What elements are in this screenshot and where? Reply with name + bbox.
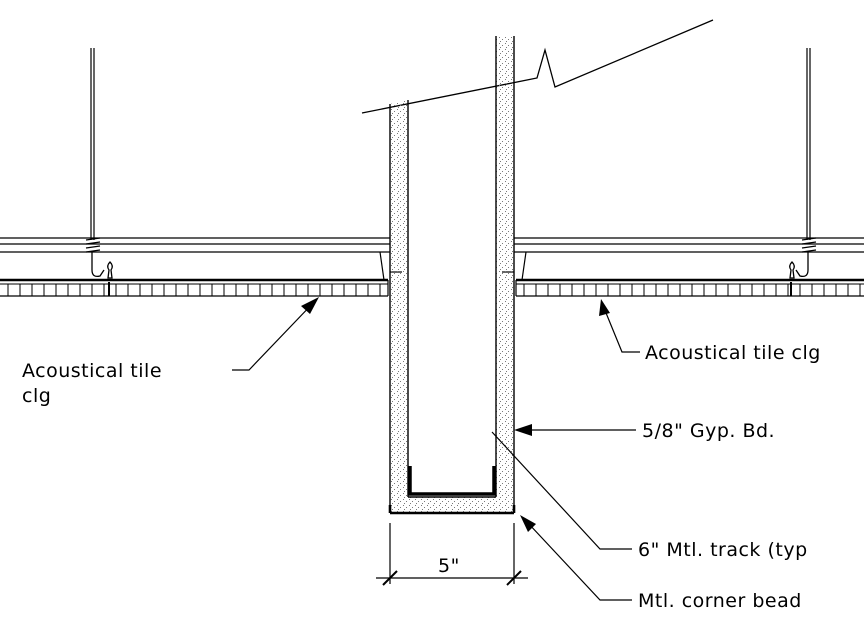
label-tile-left-1: Acoustical tile [22,360,162,382]
hanger-wires [90,48,811,240]
break-line [361,19,714,114]
tile-left [0,278,389,297]
label-corner-bead: Mtl. corner bead [638,590,802,612]
gyp-board-soffit [388,36,516,515]
hanger-clip-left [85,237,113,296]
dimension-5in [376,523,528,586]
label-metal-track: 6" Mtl. track (typ [638,539,808,561]
label-tile-right: Acoustical tile clg [645,342,821,364]
hanger-clip-right [789,237,817,296]
leader-lines [232,299,640,601]
tile-right [515,278,864,297]
label-dimension: 5" [438,555,460,577]
leader-arrowheads [301,297,610,532]
label-tile-left-2: clg [22,385,51,407]
label-gyp-board: 5/8" Gyp. Bd. [642,420,775,442]
ceiling-runners [0,237,864,281]
metal-track [408,466,496,496]
